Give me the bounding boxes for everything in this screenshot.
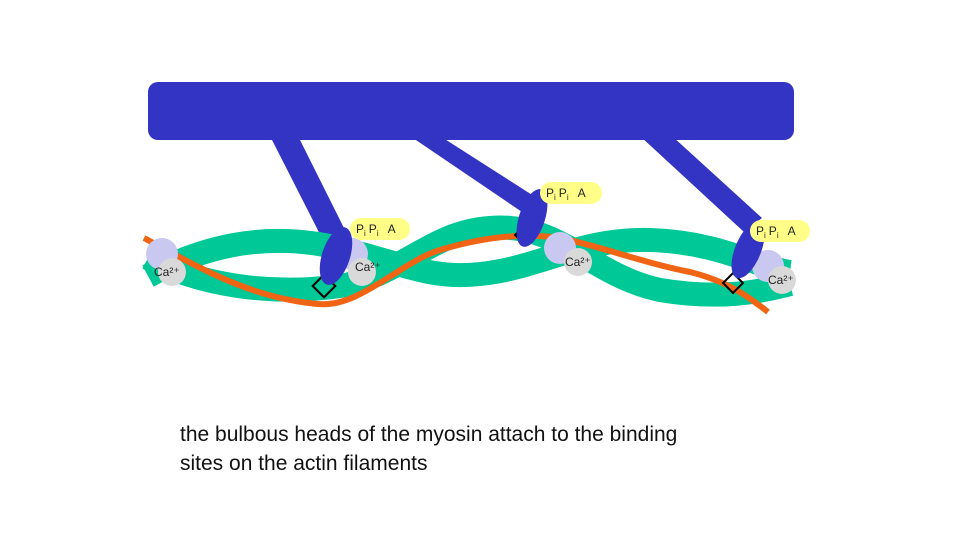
actin-strand-2 — [142, 227, 793, 288]
caption-line-1: the bulbous heads of the myosin attach t… — [180, 423, 678, 446]
myosin-neck-1 — [270, 136, 350, 250]
actin-strand-1 — [142, 215, 794, 307]
myosin-head-1 — [319, 227, 353, 285]
svg-text:Ca²⁺: Ca²⁺ — [355, 260, 381, 274]
troponin-complex-4: Ca²⁺ — [752, 250, 796, 294]
myosin-neck-2 — [410, 136, 540, 212]
troponin-complex-3: Ca²⁺ — [544, 232, 592, 276]
caption-line-2: sites on the actin filaments — [180, 452, 428, 475]
myosin-thick-filament — [148, 82, 794, 140]
caption: the bulbous heads of the myosin attach t… — [180, 420, 780, 478]
tropomyosin-strand — [142, 232, 770, 315]
myosin-neck-3 — [640, 136, 762, 232]
svg-text:Ca²⁺: Ca²⁺ — [154, 265, 180, 279]
troponin-complex-1: Ca²⁺ — [146, 238, 186, 286]
svg-text:Ca²⁺: Ca²⁺ — [565, 255, 591, 269]
myosin-head-2 — [516, 189, 548, 247]
svg-text:Ca²⁺: Ca²⁺ — [768, 273, 794, 287]
